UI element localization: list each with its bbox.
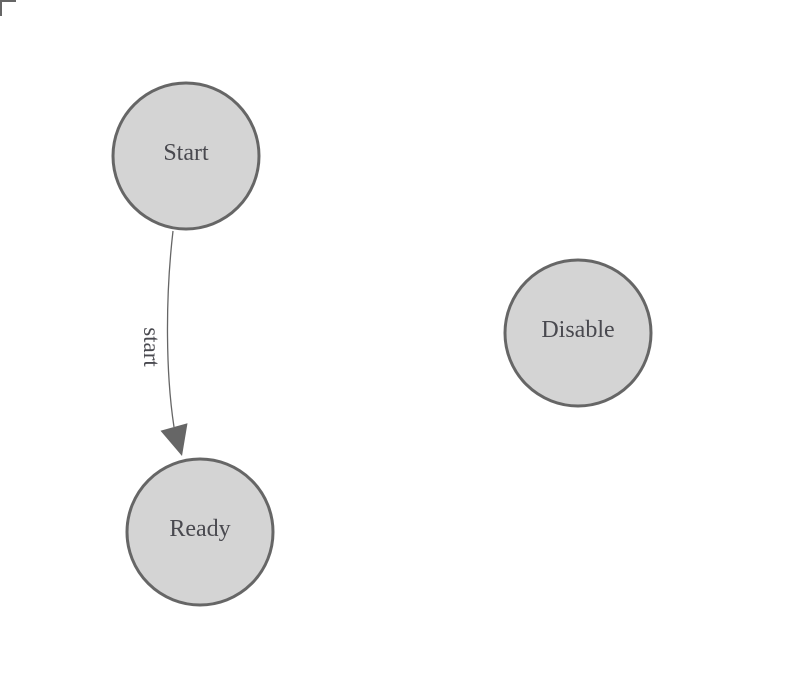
state-circle[interactable] — [125, 457, 275, 607]
arrowhead-icon — [160, 423, 188, 456]
state-label: Ready — [169, 516, 230, 542]
canvas-origin-mark — [0, 0, 16, 16]
state-node-disable[interactable]: Disable — [503, 258, 653, 408]
transition-label: start — [139, 327, 164, 367]
state-node-ready[interactable]: Ready — [125, 457, 275, 607]
state-circle[interactable] — [111, 81, 261, 231]
transition-start-to-ready[interactable]: start — [139, 230, 188, 456]
state-label: Start — [163, 140, 209, 166]
transition-path[interactable] — [166, 230, 175, 428]
state-label: Disable — [541, 317, 614, 343]
state-node-start[interactable]: Start — [111, 81, 261, 231]
state-circle[interactable] — [503, 258, 653, 408]
